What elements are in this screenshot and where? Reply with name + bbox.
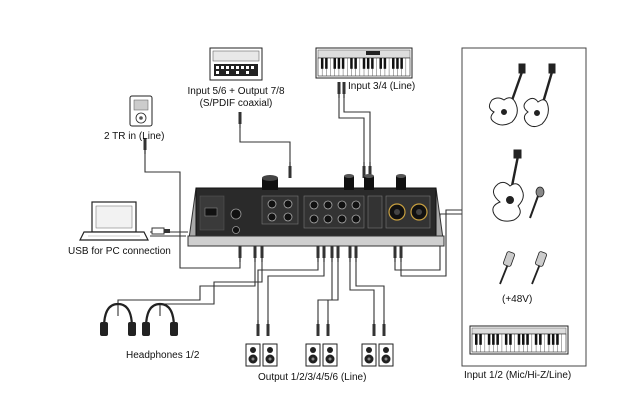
headphone-cable-2 (159, 246, 263, 316)
condenser-microphones (499, 251, 547, 285)
black-key (521, 334, 525, 345)
black-key (320, 58, 324, 69)
vocal-microphone (529, 186, 545, 219)
headphones-label: Headphones 1/2 (126, 350, 200, 361)
black-key (337, 58, 341, 69)
laptop (79, 201, 149, 241)
black-key (379, 58, 382, 69)
output-cable-1 (257, 246, 319, 336)
black-key (492, 334, 495, 345)
input-device-panel (461, 47, 587, 367)
two-tr-cable (144, 148, 241, 269)
black-key (479, 334, 482, 345)
cables (117, 82, 468, 336)
black-key (396, 58, 399, 69)
black-key (400, 58, 403, 69)
black-key (341, 58, 345, 69)
spdif-label-main: Input 5/6 + Output 7/8 (187, 86, 285, 97)
spdif-cable (239, 128, 291, 176)
monitor-speakers (245, 343, 394, 367)
spdif-device (209, 47, 263, 81)
black-key (362, 58, 366, 69)
black-key (496, 334, 499, 345)
portable-player (129, 95, 153, 127)
headphones (102, 302, 176, 329)
black-key (504, 334, 508, 345)
mic-input-label: Input 1/2 (Mic/Hi-Z/Line) (464, 370, 572, 381)
spdif-label: Input 5/6 + Output 7/8 (S/PDIF coaxial) (180, 86, 292, 110)
output-cable-6 (355, 246, 385, 336)
black-key (325, 58, 328, 69)
black-key (517, 334, 521, 345)
phantom-label: (+48V) (502, 294, 533, 305)
black-key (392, 58, 395, 69)
two-tr-label: 2 TR in (Line) (104, 131, 165, 142)
black-key (526, 334, 529, 345)
usb-label: USB for PC connection (68, 246, 171, 257)
keyboard-cable-a (338, 82, 365, 176)
keyboard-cable-b (343, 82, 371, 176)
electric-guitars (488, 63, 556, 128)
black-key (509, 334, 512, 345)
output-cable-3 (317, 246, 333, 336)
black-key (556, 334, 559, 345)
black-key (383, 58, 387, 69)
keyboard-input-label: Input 3/4 (Line) (348, 81, 416, 92)
outputs-label: Output 1/2/3/4/5/6 (Line) (258, 372, 367, 383)
input-cable-1 (394, 213, 468, 271)
black-key (551, 334, 555, 345)
black-key (474, 334, 478, 345)
keyboard-bottom-keys (474, 334, 562, 352)
output-cable-4 (327, 246, 339, 336)
acoustic-guitar (492, 149, 524, 222)
black-key (371, 58, 374, 69)
black-key (487, 334, 491, 345)
headphone-cups (100, 322, 178, 336)
black-key (366, 58, 370, 69)
headphone-cable-1 (117, 246, 256, 316)
spdif-label-sub: (S/PDIF coaxial) (199, 98, 273, 109)
black-key (354, 58, 357, 69)
output-cable-5 (349, 246, 375, 336)
black-key (534, 334, 538, 345)
black-key (350, 58, 353, 69)
plugs (143, 82, 403, 336)
black-key (547, 334, 551, 345)
audio-interface (187, 174, 445, 247)
keyboard-top-keys (320, 58, 407, 76)
output-cable-2 (267, 246, 325, 336)
black-key (333, 58, 336, 69)
input-cable-2 (400, 209, 462, 277)
black-key (539, 334, 542, 345)
